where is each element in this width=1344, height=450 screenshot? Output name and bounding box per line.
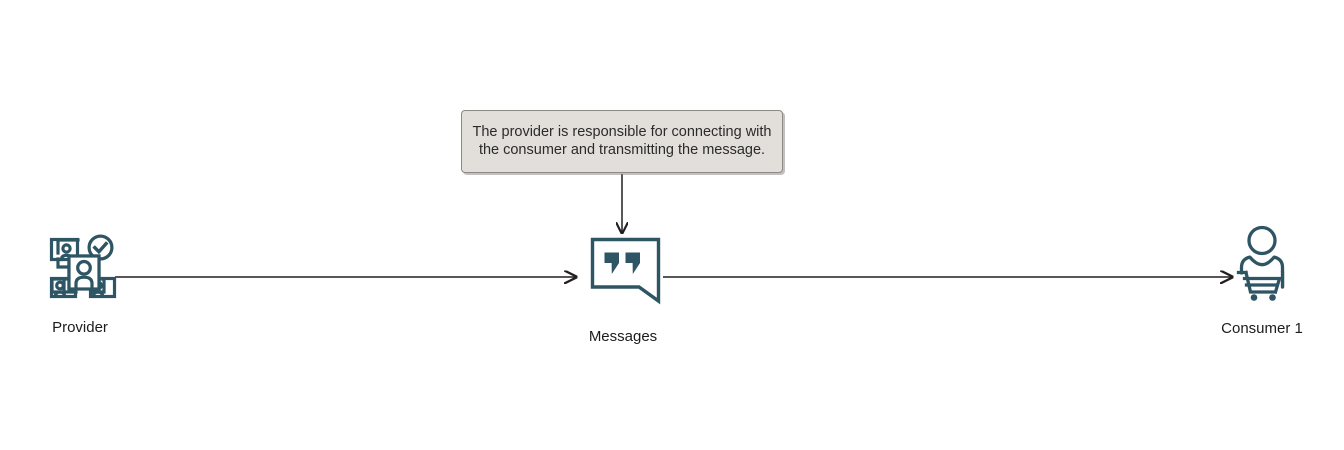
node-messages[interactable]: Messages	[563, 236, 683, 344]
person-shopping-cart-icon	[1225, 224, 1299, 311]
node-consumer-label: Consumer 1	[1221, 320, 1303, 337]
provider-group-verified-icon	[40, 226, 120, 311]
node-provider[interactable]: Provider	[20, 226, 140, 335]
callout-note-text: The provider is responsible for connecti…	[472, 123, 772, 158]
node-provider-label: Provider	[52, 319, 108, 336]
speech-bubble-quotes-icon	[579, 236, 667, 321]
node-messages-label: Messages	[588, 328, 658, 345]
callout-note: The provider is responsible for connecti…	[461, 110, 783, 173]
node-consumer[interactable]: Consumer 1	[1203, 224, 1321, 336]
